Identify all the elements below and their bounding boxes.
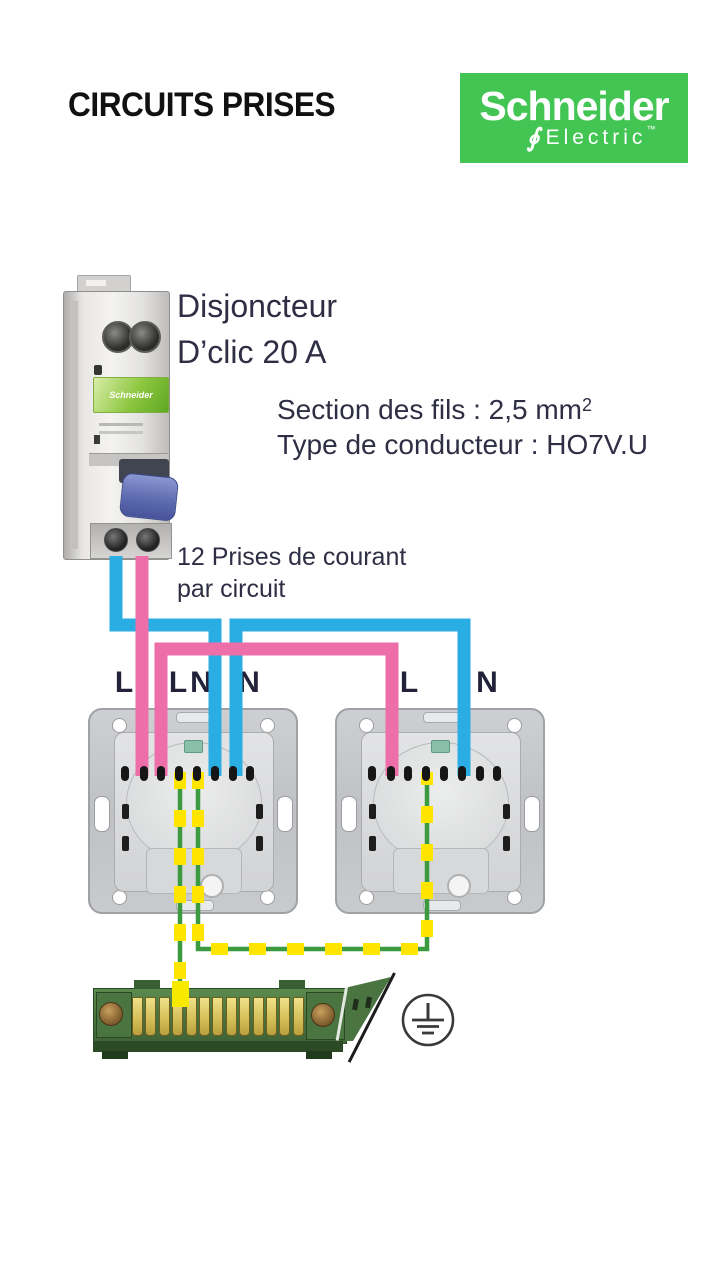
terminal-dot bbox=[368, 766, 376, 781]
terminal-dot bbox=[476, 766, 484, 781]
earth-wire-socket1-to-socket2-sleeve bbox=[192, 772, 433, 955]
earth-ground-symbol-icon bbox=[401, 993, 455, 1047]
socket-clamp-mark bbox=[503, 836, 510, 851]
socket-mechanism-2 bbox=[335, 708, 545, 914]
note-line1: 12 Prises de courant bbox=[177, 543, 407, 571]
busbar-tab bbox=[279, 980, 305, 989]
busbar-brass-terminal bbox=[159, 997, 170, 1036]
socket-lower-plate bbox=[393, 848, 489, 894]
terminal-dot bbox=[211, 766, 219, 781]
busbar-screw bbox=[311, 1003, 335, 1027]
busbar-base bbox=[93, 1041, 343, 1052]
busbar-screw bbox=[99, 1002, 123, 1026]
socket-clamp-mark bbox=[369, 804, 376, 819]
socket-keyhole bbox=[94, 796, 110, 832]
socket-slot bbox=[423, 900, 461, 911]
terminal-dot bbox=[157, 766, 165, 781]
conductor-type-line: Type de conducteur : HO7V.U bbox=[277, 429, 648, 460]
schneider-symbol-icon: ∮ bbox=[526, 124, 540, 153]
circuit-breaker-illustration: Schneider bbox=[63, 275, 180, 560]
busbar-brass-terminal bbox=[266, 997, 277, 1036]
terminal-dot bbox=[175, 766, 183, 781]
terminal-label-socket2-l: L bbox=[399, 666, 419, 699]
busbar-brass-terminal bbox=[199, 997, 210, 1036]
breaker-top-terminal-screw bbox=[102, 321, 134, 353]
logo-brand-text: Schneider bbox=[479, 82, 669, 129]
terminal-dot bbox=[404, 766, 412, 781]
socket-earth-screw bbox=[431, 740, 450, 753]
note-line2: par circuit bbox=[177, 575, 286, 603]
busbar-tab bbox=[134, 980, 160, 989]
socket-keyhole bbox=[524, 796, 540, 832]
squared-exponent: 2 bbox=[582, 395, 593, 415]
busbar-foot bbox=[102, 1051, 128, 1059]
breaker-rating-marking bbox=[99, 423, 143, 426]
neutral-wire-socket1-to-socket2 bbox=[229, 618, 471, 776]
terminal-dot bbox=[140, 766, 148, 781]
terminal-label-socket1-l2: L bbox=[168, 666, 188, 699]
breaker-brand-label: Schneider bbox=[93, 377, 169, 413]
terminal-dot bbox=[193, 766, 201, 781]
sockets-per-circuit-note: 12 Prises de courant par circuit bbox=[177, 541, 406, 605]
terminal-dot bbox=[458, 766, 466, 781]
busbar-brass-terminal bbox=[186, 997, 197, 1036]
socket-clamp-mark bbox=[256, 836, 263, 851]
breaker-top-terminal-screw bbox=[129, 321, 161, 353]
busbar-brass-terminal bbox=[132, 997, 143, 1036]
busbar-brass-terminal bbox=[226, 997, 237, 1036]
terminal-label-socket1-n2: N bbox=[238, 666, 260, 699]
busbar-brass-terminal bbox=[145, 997, 156, 1036]
socket-keyhole bbox=[341, 796, 357, 832]
breaker-marking bbox=[94, 365, 102, 375]
wire-specs: Section des fils : 2,5 mm2 Type de condu… bbox=[277, 388, 648, 462]
socket-earth-screw bbox=[184, 740, 203, 753]
terminal-dot bbox=[246, 766, 254, 781]
terminal-label-socket1-n1: N bbox=[190, 666, 212, 699]
socket-clamp-mark bbox=[122, 836, 129, 851]
breaker-bottom-terminal-screw bbox=[136, 528, 160, 552]
neutral-wire-breaker-to-socket1 bbox=[109, 556, 222, 776]
terminal-dot bbox=[422, 766, 430, 781]
terminal-dot bbox=[387, 766, 395, 781]
terminal-label-socket1-l1: L bbox=[114, 666, 134, 699]
page-title: CIRCUITS PRISES bbox=[68, 86, 336, 124]
live-wire-socket1-to-socket2 bbox=[154, 642, 399, 776]
socket-keyhole bbox=[277, 796, 293, 832]
terminal-dot bbox=[229, 766, 237, 781]
breaker-caption-line2: D’clic 20 A bbox=[177, 334, 327, 370]
wire-section-line: Section des fils : 2,5 mm2 bbox=[277, 394, 593, 425]
breaker-side-groove bbox=[72, 301, 78, 549]
earth-terminal-block bbox=[90, 972, 410, 1070]
terminal-dot bbox=[440, 766, 448, 781]
breaker-caption-line1: Disjoncteur bbox=[177, 288, 338, 324]
terminal-dot bbox=[121, 766, 129, 781]
breaker-din-clip bbox=[77, 275, 131, 294]
schneider-electric-logo: Schneider ∮ Electric ™ bbox=[460, 73, 688, 163]
logo-subbrand-row: ∮ Electric ™ bbox=[526, 124, 656, 153]
busbar-brass-terminal bbox=[279, 997, 290, 1036]
socket-clamp-mark bbox=[503, 804, 510, 819]
busbar-brass-terminal bbox=[212, 997, 223, 1036]
breaker-bottom-terminal-screw bbox=[104, 528, 128, 552]
breaker-marking bbox=[94, 435, 100, 444]
socket-clamp-mark bbox=[256, 804, 263, 819]
earth-wire-socket1-to-socket2 bbox=[195, 770, 430, 952]
busbar-brass-terminal bbox=[239, 997, 250, 1036]
breaker-caption: Disjoncteur D’clic 20 A bbox=[177, 283, 337, 375]
socket-clamp-mark bbox=[122, 804, 129, 819]
terminal-label-socket2-n: N bbox=[476, 666, 498, 699]
logo-subbrand-text: Electric bbox=[545, 126, 647, 150]
socket-fixing-hole bbox=[447, 874, 471, 898]
busbar-brass-terminal bbox=[293, 997, 304, 1036]
busbar-foot bbox=[306, 1051, 332, 1059]
busbar-brass-terminal bbox=[253, 997, 264, 1036]
socket-clamp-mark bbox=[369, 836, 376, 851]
trademark-mark: ™ bbox=[646, 124, 656, 135]
earth-wire-connector-pad bbox=[172, 981, 189, 1007]
terminal-dot bbox=[493, 766, 501, 781]
